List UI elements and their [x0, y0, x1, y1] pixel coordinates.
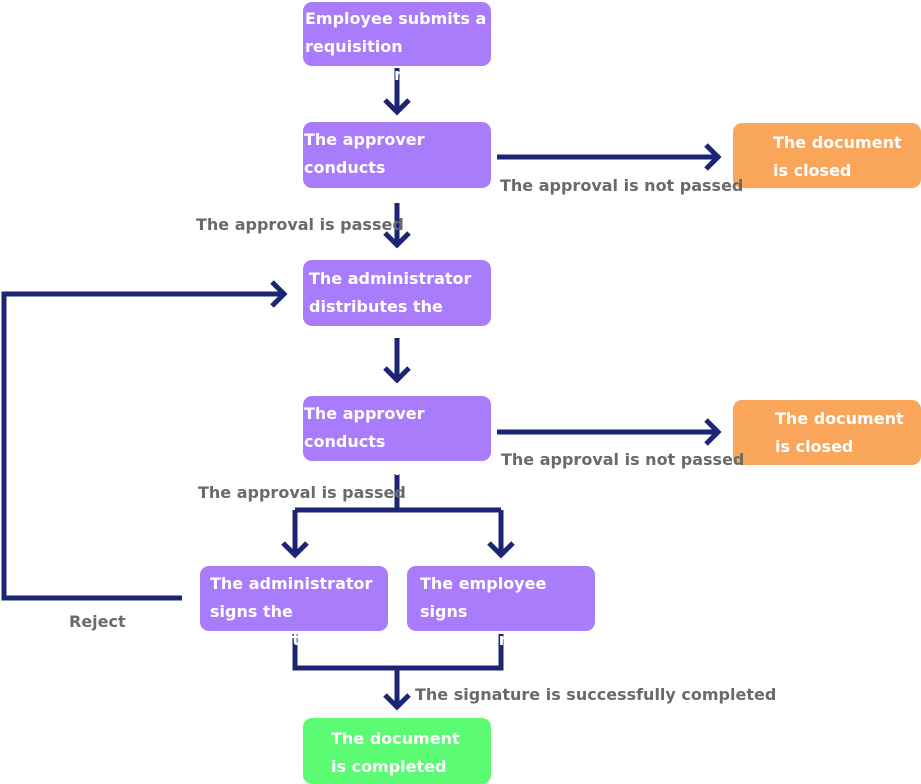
arrowhead-reject-loop [270, 280, 288, 308]
arrowhead-submit-to-approval-1 [383, 98, 411, 116]
node-document-closed-2: The document is closed [733, 400, 921, 465]
node-approval-2: The approver conducts the approval [303, 396, 491, 479]
label-approval-not-passed-1: The approval is not passed [500, 176, 744, 195]
arrowhead-approval-1-to-closed-1 [704, 143, 722, 171]
node-document-completed: The document is completed [303, 718, 491, 784]
arrowhead-approval-2-to-closed-2 [704, 418, 722, 446]
arrowhead-to-admin-sign [281, 541, 309, 559]
arrowhead-distribute-to-approval-2 [383, 366, 411, 384]
node-document-closed-1: The document is closed [733, 123, 921, 188]
label-approval-passed-1: The approval is passed [196, 215, 404, 234]
arrowhead-to-employee-sign [487, 541, 515, 559]
arrowhead-approval-1-to-distribute [383, 231, 411, 249]
node-submit-requisition: Employee submits a requisition applicati… [303, 2, 491, 84]
label-approval-not-passed-2: The approval is not passed [501, 450, 745, 469]
node-administrator-signs: The administrator signs the document [200, 566, 388, 649]
node-approval-1: The approver conducts the approval [303, 122, 491, 205]
arrow-reject-loop [1, 291, 284, 601]
label-signature-completed: The signature is successfully completed [415, 685, 777, 704]
arrowhead-to-completed [383, 693, 411, 711]
node-employee-signs: The employee signs the document. [407, 566, 595, 649]
label-approval-passed-2: The approval is passed [198, 483, 406, 502]
node-administrator-distributes: The administrator distributes the assets [303, 260, 491, 344]
label-reject: Reject [69, 612, 126, 631]
arrow-approval-2-split [292, 474, 504, 555]
arrow-signatures-join [292, 634, 504, 707]
